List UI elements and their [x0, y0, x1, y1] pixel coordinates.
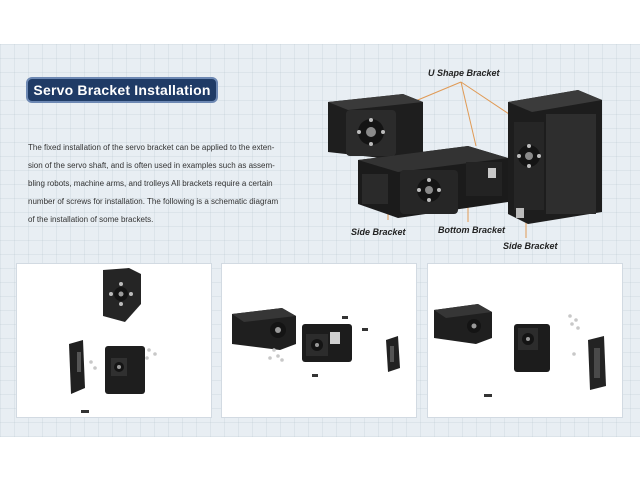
u-bracket-exploded-diagram — [232, 308, 400, 377]
description-line: number of screws for installation. The f… — [28, 197, 279, 206]
description-line: of the installation of some brackets. — [28, 215, 154, 224]
label-side-bracket-left: Side Bracket — [351, 227, 406, 237]
label-side-bracket-right: Side Bracket — [503, 241, 558, 251]
label-bottom-bracket: Bottom Bracket — [438, 225, 506, 235]
description-line: bling robots, machine arms, and trolleys… — [28, 179, 273, 188]
description-line: The fixed installation of the servo brac… — [28, 143, 275, 152]
left-u-bracket-icon — [328, 94, 423, 160]
card-u-bracket-assembly — [221, 263, 417, 418]
bottom-bracket-exploded-diagram — [434, 304, 606, 397]
description-line: sion of the servo shaft, and is often us… — [28, 161, 275, 170]
card-bottom-bracket-assembly — [427, 263, 623, 418]
bracket-assembly-illustration — [328, 81, 602, 238]
right-side-bracket-icon — [508, 90, 602, 224]
side-bracket-exploded-diagram — [69, 268, 157, 413]
section-title: Servo Bracket Installation — [26, 77, 218, 103]
section-description: The fixed installation of the servo brac… — [28, 139, 310, 229]
label-u-shape-bracket: U Shape Bracket — [428, 68, 500, 78]
card-side-bracket-assembly — [16, 263, 212, 418]
servo-motor-icon — [358, 146, 508, 218]
